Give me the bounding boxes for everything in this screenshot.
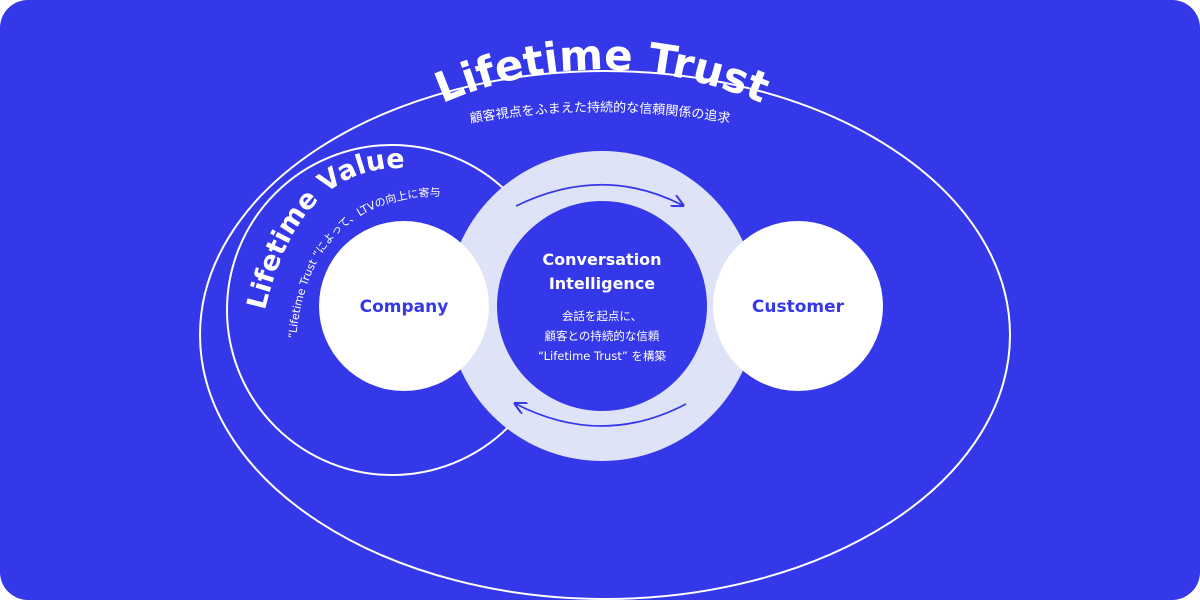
conversation-intelligence-title-line1: Conversation (542, 250, 661, 269)
conversation-intelligence-core (497, 201, 707, 411)
customer-label: Customer (752, 297, 845, 317)
conversation-intelligence-desc-line1: 会話を起点に、 (562, 309, 642, 323)
counterclockwise-arrow-icon (516, 404, 687, 427)
clockwise-arrow-icon (515, 183, 682, 206)
lifetime-trust-ellipse (199, 70, 1011, 600)
conversation-intelligence-desc-line2: 顧客との持続的な信頼 (545, 329, 660, 343)
company-node (319, 221, 489, 391)
conversation-intelligence-desc-line3: “Lifetime Trust” を構築 (538, 349, 666, 363)
customer-node (713, 221, 883, 391)
conversation-intelligence-title-line2: Intelligence (549, 274, 655, 293)
company-label: Company (360, 297, 449, 317)
